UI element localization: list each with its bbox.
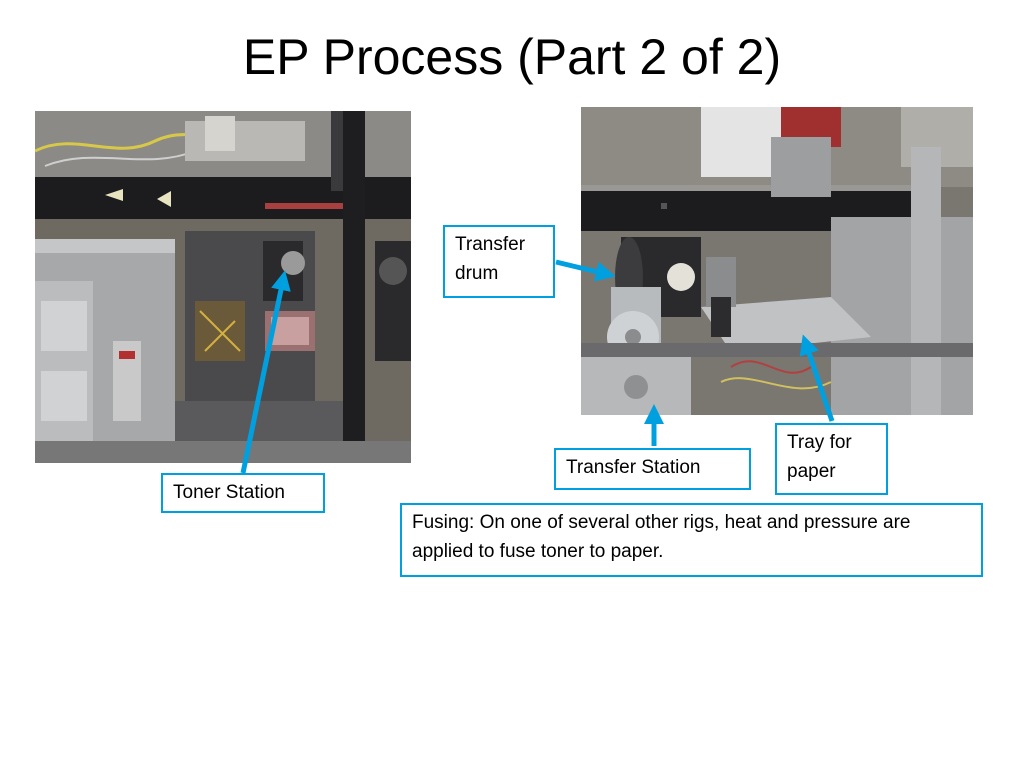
slide-title: EP Process (Part 2 of 2): [242, 29, 782, 85]
transfer-station-photo: [581, 107, 973, 415]
tray-for-paper-label: Tray for paper: [775, 423, 888, 495]
fusing-note: Fusing: On one of several other rigs, he…: [400, 503, 983, 577]
transfer-drum-label: Transfer drum: [443, 225, 555, 298]
toner-station-label: Toner Station: [161, 473, 325, 513]
transfer-station-label: Transfer Station: [554, 448, 751, 490]
toner-station-photo: [35, 111, 411, 463]
